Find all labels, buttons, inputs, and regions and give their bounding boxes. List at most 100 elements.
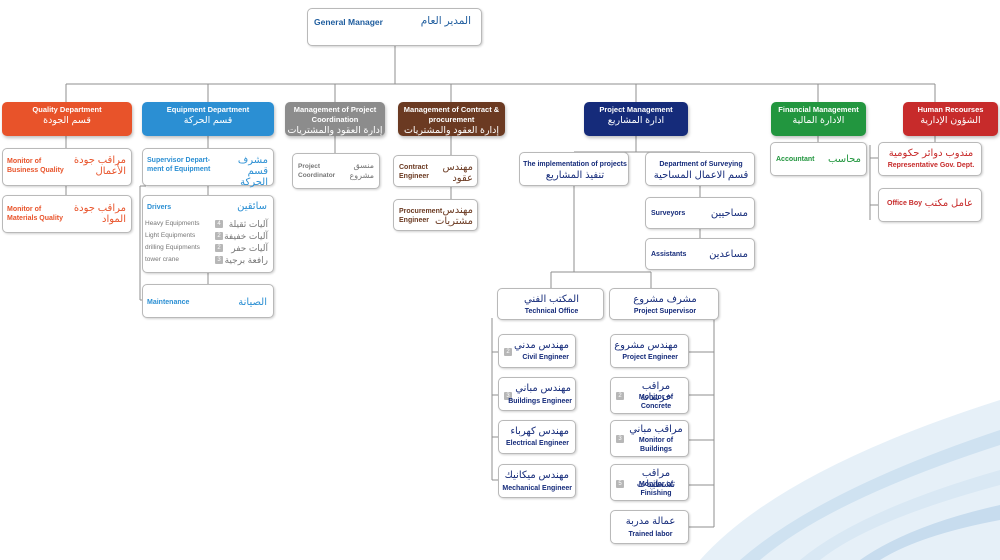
tech-item-en: Electrical Engineer <box>505 440 569 447</box>
office-boy-en: Office Boy <box>887 200 923 207</box>
general-manager-label-en: General Manager <box>314 17 383 27</box>
financial-header-en: Financial Management <box>778 105 859 114</box>
surveying-box: Department of Surveying قسم الاعمال المس… <box>645 152 755 186</box>
sup-item-ar: مراقب مباني <box>629 424 683 435</box>
tech-item-ar: مهندس مباني <box>515 383 571 394</box>
office-boy-box: Office Boy عامل مكتب <box>878 188 982 222</box>
equipment-header-ar: قسم الحركة <box>183 115 233 126</box>
count-badge: 3 <box>616 435 624 443</box>
tech-item-en: Buildings Engineer <box>508 398 572 405</box>
financial-header-ar: الادارة المالية <box>792 115 845 126</box>
driver-count-badge: 2 <box>215 244 223 252</box>
driver-type-ar: آليات حفر <box>231 243 268 253</box>
tech-item-en: Mechanical Engineer <box>502 485 572 492</box>
implementation-ar: تنفيذ المشاريع <box>545 170 605 181</box>
driver-type-ar: آليات خفيفة <box>224 231 268 241</box>
assistants-en: Assistants <box>651 251 687 258</box>
hr-header-ar: الشؤون الإدارية <box>920 115 981 126</box>
surveying-en: Department of Surveying <box>659 161 743 168</box>
project-coordination-header: Management of Project Coordination إدارة… <box>285 102 385 136</box>
quality-department-header: Quality Department قسم الجودة <box>2 102 132 136</box>
drivers-box: Drivers سائقين Heavy Equipments 4 آليات … <box>142 195 274 273</box>
sup-item-ar: عمالة مدربة <box>625 516 676 527</box>
office-boy-ar: عامل مكتب <box>924 198 973 209</box>
quality-materials-en: Monitor of Materials Quality <box>7 206 64 222</box>
project-management-header: Project Management ادارة المشاريع <box>584 102 688 136</box>
driver-count-badge: 2 <box>215 232 223 240</box>
surveyors-ar: مساحيين <box>710 208 748 219</box>
sup-item-en: Trained labor <box>628 531 673 538</box>
equipment-supervisor-ar: مشرف قسم الحركة <box>237 155 268 188</box>
mechanical-engineer-box: مهندس ميكانيك Mechanical Engineer <box>498 464 576 498</box>
count-badge: 2 <box>504 348 512 356</box>
monitor-concrete-box: 2 مراقب خرسانة Monitor of Concrete <box>610 377 689 414</box>
driver-row: tower crane 3 رافعة برجية <box>145 255 271 267</box>
quality-business-en: Monitor of Business Quality <box>7 158 64 174</box>
procurement-engineer-en: Procurement Engineer <box>399 208 443 224</box>
accountant-box: Accountant محاسب <box>770 142 867 176</box>
technical-office-box: المكتب الفني Technical Office <box>497 288 604 320</box>
human-resources-header: Human Recourses الشؤون الإدارية <box>903 102 998 136</box>
contract-engineer-en: Contract Engineer <box>399 164 429 180</box>
maintenance-ar: الصيانة <box>238 297 267 308</box>
maintenance-en: Maintenance <box>147 299 190 306</box>
count-badge: 5 <box>616 480 624 488</box>
assistants-box: Assistants مساعدين <box>645 238 755 270</box>
tech-item-ar: مهندس ميكانيك <box>504 470 569 481</box>
trained-labor-box: عمالة مدربة Trained labor <box>610 510 689 544</box>
equipment-header-en: Equipment Department <box>166 105 250 114</box>
gov-representative-box: مندوب دوائر حكومية Representative Gov. D… <box>878 142 982 176</box>
surveyors-en: Surveyors <box>651 210 686 217</box>
gov-representative-en: Representative Gov. Dept. <box>887 162 975 169</box>
contract-engineer-box: Contract Engineer مهندس عقود <box>393 155 478 187</box>
project-coordinator-box: Project Coordinator منسق مشروع <box>292 153 380 189</box>
driver-count-badge: 3 <box>215 256 223 264</box>
contract-procurement-header-ar: إدارة العقود والمشتريات <box>403 125 500 136</box>
project-supervisor-box: مشرف مشروع Project Supervisor <box>609 288 719 320</box>
project-engineer-box: مهندس مشروع Project Engineer <box>610 334 689 368</box>
contract-procurement-header-en: Management of Contract & procurement <box>403 105 500 124</box>
procurement-engineer-ar: مهندس مشتريات <box>434 205 473 227</box>
quality-materials-box: Monitor of Materials Quality مراقب جودة … <box>2 195 132 233</box>
contract-procurement-header: Management of Contract & procurement إدا… <box>398 102 505 136</box>
assistants-ar: مساعدين <box>709 249 748 260</box>
sup-item-ar: مراقب تشطيبات <box>636 468 676 490</box>
sup-item-ar: مهندس مشروع <box>614 340 678 351</box>
project-coordination-header-ar: إدارة العقود والمشتريات <box>287 125 383 136</box>
driver-row: drilling Equipments 2 آليات حفر <box>145 243 271 255</box>
civil-engineer-box: 2 مهندس مدني Civil Engineer <box>498 334 576 368</box>
driver-count-badge: 4 <box>215 220 223 228</box>
technical-office-en: Technical Office <box>524 308 579 315</box>
sup-item-ar: مراقب خرسانة <box>640 381 672 403</box>
financial-management-header: Financial Management الادارة المالية <box>771 102 866 136</box>
project-supervisor-ar: مشرف مشروع <box>633 294 697 305</box>
accountant-ar: محاسب <box>827 154 861 165</box>
monitor-buildings-box: 3 مراقب مباني Monitor of Buildings <box>610 420 689 457</box>
count-badge: 2 <box>616 392 624 400</box>
tech-item-ar: مهندس كهرباء <box>510 426 569 437</box>
quality-business-box: Monitor of Business Quality مراقب جودة ا… <box>2 148 132 186</box>
count-badge: 3 <box>504 392 512 400</box>
project-coordinator-ar: منسق مشروع <box>349 161 374 180</box>
driver-type-en: Light Equipments <box>145 232 196 239</box>
equipment-department-header: Equipment Department قسم الحركة <box>142 102 274 136</box>
quality-header-en: Quality Department <box>32 105 102 114</box>
surveyors-box: Surveyors مساحيين <box>645 197 755 229</box>
gov-representative-ar: مندوب دوائر حكومية <box>888 148 974 159</box>
drivers-title-en: Drivers <box>147 204 172 211</box>
technical-office-ar: المكتب الفني <box>524 294 579 305</box>
surveying-ar: قسم الاعمال المساحية <box>653 170 749 181</box>
sup-item-en: Monitor of Concrete <box>638 394 674 410</box>
sup-item-en: Project Engineer <box>622 354 678 361</box>
electrical-engineer-box: مهندس كهرباء Electrical Engineer <box>498 420 576 454</box>
project-coordinator-en: Project Coordinator <box>298 163 336 179</box>
tech-item-en: Civil Engineer <box>522 354 569 361</box>
driver-type-en: tower crane <box>145 256 179 263</box>
implementation-box: The implementation of projects تنفيذ الم… <box>519 152 629 186</box>
quality-business-ar: مراقب جودة الأعمال <box>73 155 126 177</box>
driver-type-en: Heavy Equipments <box>145 220 200 227</box>
quality-materials-ar: مراقب جودة المواد <box>73 203 126 225</box>
project-management-header-en: Project Management <box>599 105 673 114</box>
quality-header-ar: قسم الجودة <box>43 115 91 126</box>
